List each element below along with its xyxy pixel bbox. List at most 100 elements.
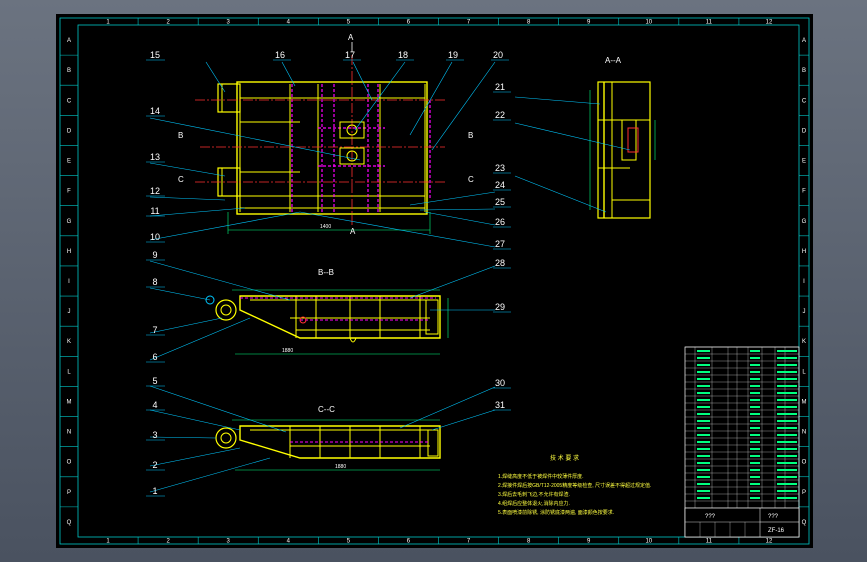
note-line-4: 4.组焊后应整体退火,消除内应力. <box>498 500 570 507</box>
zone-left-E: E <box>67 159 71 165</box>
title-block: ??? ??? ZF-16 <box>684 507 800 538</box>
zone-top-6: 6 <box>407 20 411 26</box>
zone-top-11: 11 <box>706 20 713 26</box>
balloon-30: 30 <box>495 378 505 388</box>
title-block-drawing-no: ZF-16 <box>768 528 785 534</box>
balloon-1: 1 <box>152 486 157 496</box>
balloon-21: 21 <box>495 82 505 92</box>
zone-top-4: 4 <box>287 20 291 26</box>
leader-lines <box>149 61 631 493</box>
plan-view[interactable]: A <box>178 33 474 236</box>
plan-marker-c-right: C <box>468 175 474 184</box>
balloon-12: 12 <box>150 186 160 196</box>
balloon-10: 10 <box>150 232 160 242</box>
balloon-25: 25 <box>495 197 505 207</box>
zone-left-P: P <box>67 490 71 496</box>
drawing-sheet <box>56 14 813 548</box>
zone-right-I: I <box>803 279 805 285</box>
balloon-29: 29 <box>495 302 505 312</box>
section-bb-view[interactable]: B--B 1880 <box>205 268 449 355</box>
zone-left-C: C <box>67 98 72 104</box>
zone-right-J: J <box>803 309 806 315</box>
section-cc-view[interactable]: C--C 1880 <box>215 405 441 471</box>
balloon-22: 22 <box>495 110 505 120</box>
zone-bottom-6: 6 <box>407 539 411 545</box>
zone-left-I: I <box>68 279 70 285</box>
zone-right-D: D <box>802 128 807 134</box>
balloon-13: 13 <box>150 152 160 162</box>
zone-right-N: N <box>802 430 806 436</box>
zone-right-P: P <box>802 490 806 496</box>
zone-left-L: L <box>67 369 71 375</box>
section-cc-title: C--C <box>318 405 335 414</box>
zone-right-H: H <box>802 249 806 255</box>
zone-left-G: G <box>67 219 72 225</box>
balloon-15: 15 <box>150 50 160 60</box>
balloon-2: 2 <box>152 460 157 470</box>
zone-bottom-11: 11 <box>706 539 713 545</box>
plan-marker-b-right: B <box>468 131 473 140</box>
zone-left-J: J <box>68 309 71 315</box>
zone-left-F: F <box>67 189 71 195</box>
zone-top-12: 12 <box>766 20 773 26</box>
zone-bottom-10: 10 <box>645 539 652 545</box>
zone-left-K: K <box>67 339 71 345</box>
zone-right-O: O <box>802 460 807 466</box>
balloon-16: 16 <box>275 50 285 60</box>
balloon-27: 27 <box>495 239 505 249</box>
zone-top-8: 8 <box>527 20 531 26</box>
technical-notes: 技 术 要 求 1.焊缝高度不低于被焊件中较薄件厚度. 2.焊接件焊后按GB/T… <box>498 454 651 516</box>
zone-left-D: D <box>67 128 72 134</box>
balloon-7: 7 <box>152 325 157 335</box>
zone-left-H: H <box>67 249 71 255</box>
zone-right-Q: Q <box>802 520 807 526</box>
balloon-14: 14 <box>150 106 160 116</box>
balloon-20: 20 <box>493 50 503 60</box>
title-block-designation: ??? <box>705 514 716 520</box>
balloon-31: 31 <box>495 400 505 410</box>
zone-right-K: K <box>802 339 806 345</box>
zone-right-F: F <box>802 189 806 195</box>
zone-right-C: C <box>802 98 807 104</box>
section-cc-length-dim: 1880 <box>335 464 346 470</box>
zone-left-N: N <box>67 430 71 436</box>
zone-right-M: M <box>802 399 807 405</box>
note-line-5: 5.表面喷漆前除锈, 涂防锈底漆两遍, 面漆颜色按要求. <box>498 509 614 516</box>
section-bb-title: B--B <box>318 268 334 277</box>
balloon-17: 17 <box>345 50 355 60</box>
balloon-23: 23 <box>495 163 505 173</box>
zone-top-5: 5 <box>347 20 351 26</box>
balloon-8: 8 <box>152 277 157 287</box>
zone-left-O: O <box>67 460 72 466</box>
balloon-19: 19 <box>448 50 458 60</box>
section-aa-view[interactable]: A--A <box>589 56 656 219</box>
zone-right-L: L <box>802 369 806 375</box>
zone-left-M: M <box>67 399 72 405</box>
plan-view-title: A <box>348 33 354 42</box>
zone-bottom-7: 7 <box>467 539 471 545</box>
zone-bottom-4: 4 <box>287 539 291 545</box>
balloon-11: 11 <box>150 206 159 216</box>
outer-frame <box>59 17 810 545</box>
balloon-26: 26 <box>495 217 505 227</box>
plan-outline <box>236 81 428 215</box>
zone-bottom-5: 5 <box>347 539 351 545</box>
zone-left-B: B <box>67 68 71 74</box>
zone-right-E: E <box>802 159 806 165</box>
zone-top-10: 10 <box>645 20 652 26</box>
balloon-3: 3 <box>152 430 157 440</box>
zone-bottom-12: 12 <box>766 539 773 545</box>
note-line-2: 2.焊接件焊后按GB/T12-2005精度等级检查, 尺寸误差不得超过规定值. <box>498 482 651 489</box>
section-aa-title: A--A <box>605 56 622 65</box>
zone-bottom-9: 9 <box>587 539 591 545</box>
section-bb-length-dim: 1880 <box>282 348 293 354</box>
parts-list <box>684 346 800 538</box>
zone-left-A: A <box>67 38 71 44</box>
zone-bottom-3: 3 <box>227 539 231 545</box>
balloon-4: 4 <box>152 400 157 410</box>
